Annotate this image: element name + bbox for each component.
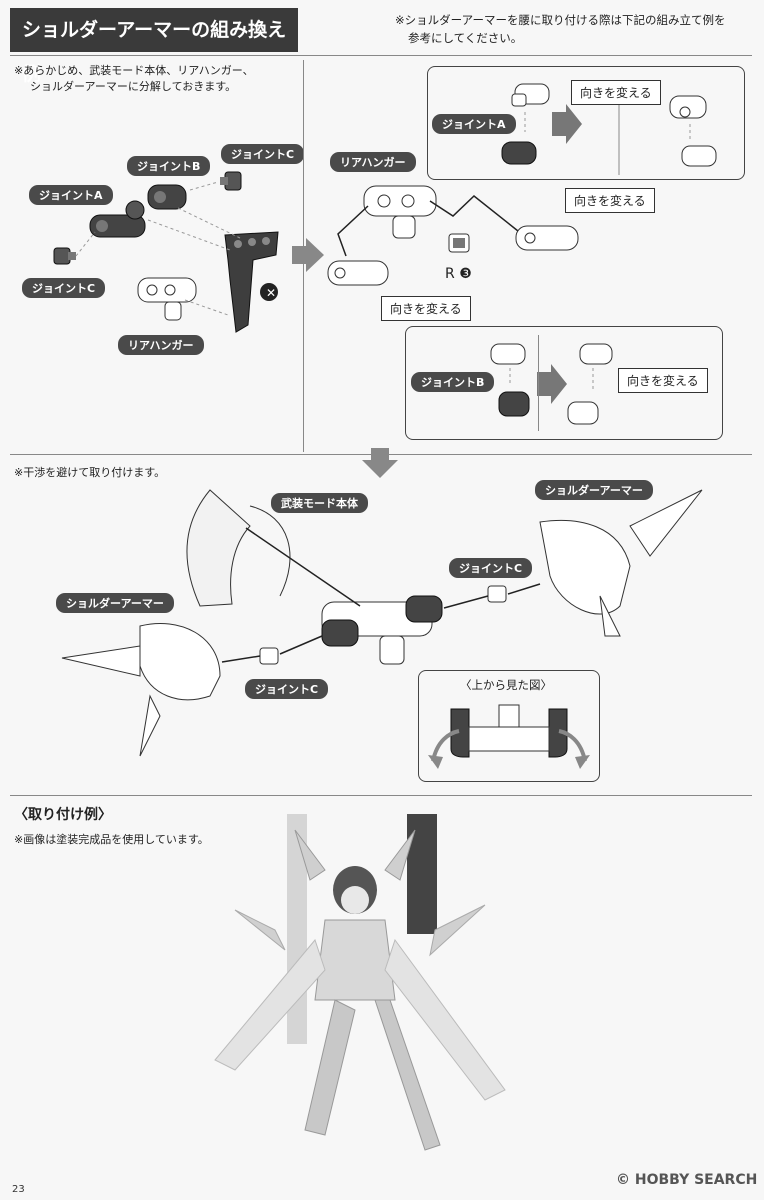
header-rule <box>10 55 752 56</box>
step1-note-line1: ※あらかじめ、武装モード本体、リアハンガー、 <box>14 64 254 77</box>
example-heading: 〈取り付け例〉 <box>14 807 112 823</box>
label-shoulder-left: ショルダーアーマー <box>56 593 174 613</box>
label-shoulder-right: ショルダーアーマー <box>535 480 653 500</box>
label-joint-c-left: ジョイントC <box>22 278 106 298</box>
joint-b-part <box>147 184 187 210</box>
label-joint-b-detail: ジョイントB <box>411 372 495 392</box>
top-view-illustration <box>428 704 590 769</box>
joint-b-rotation-illustration <box>490 343 567 417</box>
callout-rotate-3: 向きを変える <box>381 296 471 321</box>
label-joint-b: ジョイントB <box>127 156 211 176</box>
top-note-line2: 参考にしてください。 <box>408 31 523 45</box>
joint-c-left-part <box>53 247 76 265</box>
joint-a-rotation-illustration <box>501 80 717 175</box>
label-rear-hanger-step2: リアハンガー <box>330 152 416 172</box>
example-photo <box>214 814 506 1151</box>
label-joint-a-detail: ジョイントA <box>432 114 516 134</box>
remove-x-mark: ✕ <box>265 286 277 300</box>
step3-assembly-illustration <box>61 489 703 757</box>
joint-b-result-illustration <box>567 343 613 425</box>
label-joint-a: ジョイントA <box>29 185 113 205</box>
label-joint-c-right: ジョイントC <box>449 558 533 578</box>
label-joint-c-bottom: ジョイントC <box>245 679 329 699</box>
rear-hanger-assembly-illustration <box>327 185 579 286</box>
step1-note-line2: ショルダーアーマーに分解しておきます。 <box>30 80 237 93</box>
step-arrow-down-icon <box>362 448 398 478</box>
label-body: 武装モード本体 <box>271 493 368 513</box>
page-number: 23 <box>12 1184 25 1195</box>
rear-hanger-part <box>137 277 197 321</box>
watermark-logo: © HOBBY SEARCH <box>616 1172 758 1188</box>
callout-rotate-1: 向きを変える <box>571 80 661 105</box>
weapon-body-part <box>224 231 279 333</box>
joint-b-divider <box>538 335 539 431</box>
step3-note: ※干渉を避けて取り付けます。 <box>14 466 166 479</box>
part-code-r3: R ❸ <box>445 266 472 282</box>
top-note-line1: ※ショルダーアーマーを腰に取り付ける際は下記の組み立て例を <box>395 13 726 27</box>
step-arrow-right-icon <box>292 238 324 272</box>
joint-c-top-part <box>220 171 242 191</box>
callout-rotate-4: 向きを変える <box>618 368 708 393</box>
joint-a-part <box>89 200 146 238</box>
label-rear-hanger: リアハンガー <box>118 335 204 355</box>
label-joint-c-top: ジョイントC <box>221 144 305 164</box>
section-rule-2 <box>10 795 752 796</box>
page-title: ショルダーアーマーの組み換え例 <box>10 8 298 85</box>
part-letter: R <box>445 266 455 282</box>
step1-parts-illustration <box>53 171 279 333</box>
callout-rotate-2: 向きを変える <box>565 188 655 213</box>
top-view-title: 〈上から見た図〉 <box>460 678 552 692</box>
part-number: ❸ <box>459 266 472 282</box>
example-note: ※画像は塗装完成品を使用しています。 <box>14 833 209 846</box>
